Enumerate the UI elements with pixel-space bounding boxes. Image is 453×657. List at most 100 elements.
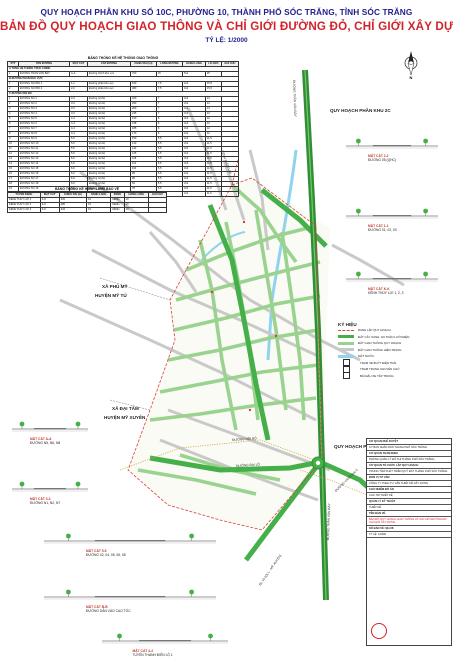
section-roads: ĐƯỜNG N1, N2, N7 [30,501,61,505]
green-strips [149,188,406,562]
title-block-row: THIẾT KẾ [367,505,451,511]
legend-swatch-icon [338,341,354,345]
section-title: MẶT CẮT 5-5 [86,549,107,553]
svg-text:N: N [410,75,413,79]
section-profile-icon [346,208,438,219]
title-block-row: CHỦ NHIỆM ĐỒ ÁN [367,487,451,493]
title-block-row: CƠ QUAN PHÊ DUYỆT [367,439,451,445]
legend-label: MẶT NƯỚC [358,354,374,359]
table-cell: 10 [86,207,112,213]
roundabout-icon [311,456,325,470]
title-block-row: QUẢN LÝ KỸ THUẬT [367,499,451,505]
table-cell: 10 [123,207,149,213]
legend-label: TRẠM TRUNG CHUYỂN CHỨ [360,367,400,372]
road-table-caption: BẢNG THỐNG KÊ HỆ THỐNG GIAO THÔNG [87,56,159,60]
section-roads: ĐƯỜNG 05 (QHC) [368,158,396,162]
map-main-title: BẢN ĐỒ QUY HOẠCH GIAO THÔNG VÀ CHỈ GIỚI … [0,20,453,33]
table-cell: K-K [39,207,60,213]
legend-label: RANH LẬP QUY HOẠCH [358,328,391,333]
section-profile-icon [346,271,438,282]
section-roads: KÊNH THỦY LỢI 1, 2, 3 [368,291,404,295]
section-title: MẶT CẮT K-K [368,287,390,291]
table-cell: 11,5 [204,191,222,197]
section-roads: ĐƯỜNG 02, 04, 05, 06, 08 [86,553,126,557]
section-markers [210,220,278,412]
title-block-row: ĐƠN VỊ TƯ VẤN [367,475,451,481]
section-title: MẶT CẮT 1-1 [368,224,389,228]
map-scale: TỶ LỆ: 1/2000 [205,37,248,44]
label-xa-phu-my: XÃ PHÚ MỸ [102,284,128,289]
legend-label: BÃI ĐẬU XE TẬP TRUNG [360,373,394,378]
section-title: MẶT CẮT 2-2 [368,154,389,158]
label-huyen-my-xuyen: HUYỆN MỸ XUYÊN [104,415,146,420]
section-profile-icon [44,533,216,544]
legend-swatch-icon [343,372,350,380]
corridor-table-caption: BẢNG THỐNG KÊ HÀNH LANG BẢO VỆ [54,187,120,191]
title-block-row: CƠ QUAN THẨM ĐỊNH [367,451,451,457]
section-profile-icon [346,138,438,149]
title-block-row: PHÒNG QUẢN LÝ ĐÔ THỊ THÀNH PHỐ SÓC TRĂNG [367,457,451,463]
legend-item: MẶT NƯỚC [338,353,450,360]
table-cell: KÊNH THỦY LỢI 3 [7,207,41,213]
title-block-row: TỶ LỆ: 1/2000 [367,532,451,538]
legend-label: TRẠM XE BUÝT ĐIỆN TRÁI [360,360,397,365]
title-block-row: TRUNG TÂM PHÁT TRIỂN QUỸ ĐẤT THÀNH PHỐ S… [367,469,451,475]
section-roads: ĐƯỜNG N5, N6, N8 [30,441,61,445]
legend-label: ĐẤT CÂY XANH, AN TOÀN LƯỚI ĐIỆN [358,334,410,339]
title-block-row: TÊN BẢN VẼ [367,511,451,517]
boundary-dotted [119,439,381,501]
legend-swatch-icon [338,335,354,339]
legend-swatch-icon [338,348,354,352]
table-cell [220,191,240,197]
table-cell: 3x2 [182,191,206,197]
label-huyen-my-tu: HUYỆN MỸ TÚ [95,293,127,298]
legend-swatch-icon [338,354,354,358]
approval-stamp-icon [371,623,387,639]
legend-item: ĐẤT GIAO THÔNG QUY HOẠCH [338,340,450,347]
map-project-title: QUY HOẠCH PHÂN KHU SỐ 10C, PHƯỜNG 10, TH… [40,7,413,17]
table-cell: 210 [58,207,88,213]
legend-item: RANH LẬP QUY HOẠCH [338,327,450,334]
label-khu-2c: QUY HOẠCH PHÂN KHU 2C [330,108,391,113]
title-block-row: BẢN ĐỒ QUY HOẠCH GIAO THÔNG VÀ CHỈ GIỚI … [367,517,451,526]
section-roads: ĐƯỜNG DẪN VÀO CAO TỐC [86,609,131,613]
planning-boundary [128,178,330,530]
legend-swatch-icon [338,329,354,331]
road-statistics-table: BẢNG THỐNG KÊ HỆ THỐNG GIAO THÔNG STT TÊ… [7,56,240,197]
legend-label: ĐẤT GIAO THÔNG HIỆN TRẠNG [358,347,402,352]
label-khu-10a: QUY HOẠCH PHÂN KHU 10A [334,444,397,449]
title-block-row: SỐ BẢN VẼ: QH-08 [367,526,451,532]
title-block-row: CHỦ TRÌ THIẾT KẾ [367,493,451,499]
section-profile-icon [12,421,88,432]
section-roads: ĐƯỜNG 01, 02, 03 [368,228,397,232]
title-block-row: CƠ QUAN TỔ CHỨC LẬP QUY HOẠCH [367,463,451,469]
legend-label: ĐẤT GIAO THÔNG QUY HOẠCH [358,341,402,346]
table-cell: KÊNH [110,207,125,213]
section-title: MẶT CẮT 3-3 [30,497,51,501]
label-xa-dai-tam: XÃ ĐẠI TÂM [112,406,139,411]
legend-title: KÝ HIỆU [338,322,357,327]
compass-north-icon: N [402,49,420,80]
legend-item: BÃI ĐẬU XE TẬP TRUNG [338,372,450,380]
title-block-row: CÔNG TY TNHH TƯ VẤN THIẾT KẾ XÂY DỰNG [367,481,451,487]
section-title: MẶT CẮT A-A [30,437,52,441]
legend-item: ĐẤT CÂY XANH, AN TOÀN LƯỚI ĐIỆN [338,334,450,341]
section-profile-icon [12,481,88,492]
table-cell [147,207,168,213]
